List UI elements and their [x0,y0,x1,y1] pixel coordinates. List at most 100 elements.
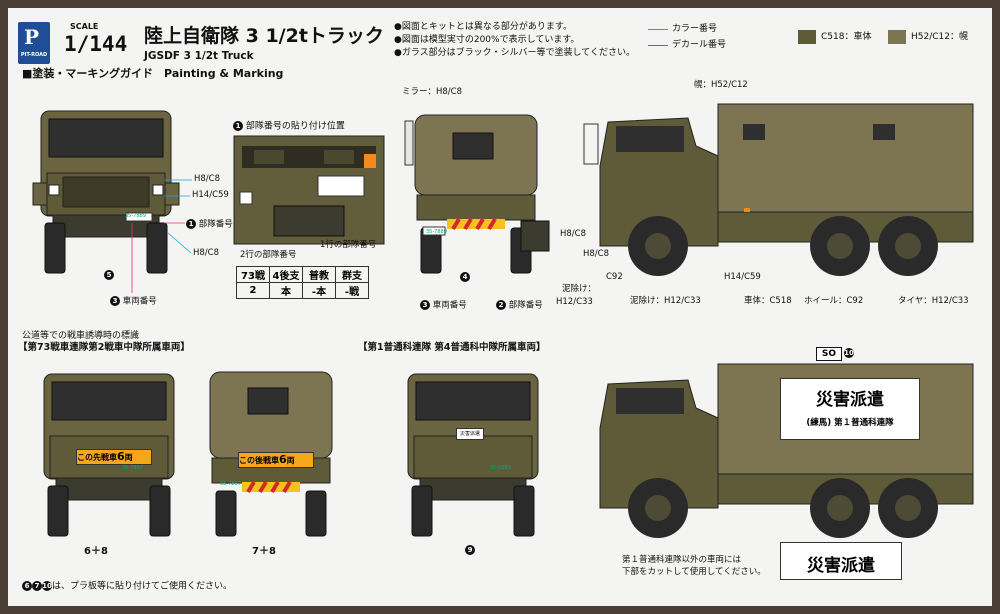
callout-front-unit: 1 部隊番号 [186,219,233,230]
rear-plate: 35-7889 [426,229,447,235]
brand-text: PIT-ROAD [20,52,48,58]
note-2: ●図面は模型実寸の200%で表示しています。 [394,35,580,45]
plate-cell: -本 [302,282,336,299]
cut-banner: 災害派遣 [780,542,902,580]
callout-rear-h8: H8/C8 [560,229,587,239]
sign-front-suffix: 両 [124,453,133,462]
plate-cell: 4後支 [269,266,303,283]
callout-rear-mud-color: H12/C33 [556,297,593,307]
label-2line: 2行の部隊番号 [240,250,297,260]
side-callout-mud: 泥除け：H12/C33 [630,296,701,306]
num-badge: 3 [110,296,120,306]
banner-sub-text: (練馬) 第１普通科連隊 [806,418,894,428]
legend-decal-line [648,45,668,46]
num-badge: 3 [420,300,430,310]
sign-front-text: この先戦車 [77,453,117,462]
front-leader-lines [131,179,192,293]
side-callout-c92: C92 [606,272,623,282]
plate-cell: 普教 [302,266,336,283]
mirror-callout: ミラー：H8/C8 [402,87,463,97]
sign-rear-suffix: 両 [286,456,295,465]
guide-note: 公道等での戦車誘導時の標識 [22,331,140,341]
body-color-swatch [798,30,816,44]
note-3: ●ガラス部分はブラック・シルバー等で塗装してください。 [394,48,635,58]
group-1: 【第1普通科連隊 第4普通科中隊所属車両】 [358,342,546,353]
detail-title: 1 部隊番号の貼り付け位置 [233,121,345,132]
truck-front-view-top [32,110,180,274]
callout-text: 車両番号 [122,296,157,307]
guide-title: ■塗装・マーキングガイド Painting & Marking [22,67,284,80]
side-callout-h8: H8/C8 [583,249,610,259]
plate-bottom-rear: 35-7897 [220,481,241,487]
so-badge: SO [816,347,842,361]
callout-front-h8b: H8/C8 [193,248,220,258]
combo-text: 6＋8 [84,546,108,557]
cut-note-1: 第１普通科連隊以外の車両には [622,555,742,565]
instruction-sheet: P PIT-ROAD SCALE 1/144 陸上自衛隊 3 1/2tトラック … [8,8,992,606]
sign-front-number: 6 [117,450,125,463]
group-73: 【第73戦車連隊第2戦車中隊所属車両】 [18,342,190,353]
callout-rear-mud: 泥除け： [562,284,597,294]
truck-rear-view-bottom [209,371,333,537]
scale-value: 1/144 [64,32,128,56]
detail-closeup [233,135,385,245]
plate-cell: 本 [269,282,303,299]
hood-color-swatch [888,30,906,44]
truck-front-view-1st [407,373,539,537]
callout-front-vehicle: 3 車両番号 [110,296,157,307]
plate-cell: 73戦 [236,266,270,283]
callout-rear-vehicle: 3 車両番号 [420,300,467,311]
banner-main-text: 災害派遣 [816,390,884,410]
num-4: 4 [460,272,470,283]
sign-rear-plate: この後戦車6両 [238,452,314,468]
callout-text: 部隊番号 [508,300,543,311]
legend-color-line [648,29,668,30]
plate-cell: -戦 [335,282,369,299]
small-disaster-text: 災害派遣 [459,431,480,437]
num-badge: 2 [496,300,506,310]
sign-front-plate: この先戦車6両 [76,449,152,465]
sign-rear-text: この後戦車 [239,456,279,465]
callout-text: 車両番号 [432,300,467,311]
callout-front-h14: H14/C59 [192,190,229,200]
title-en: JGSDF 3 1/2t Truck [144,50,254,62]
num-10-top: 10 [844,348,854,359]
num-badge: 6 [22,581,32,591]
detail-title-text: 部隊番号の貼り付け位置 [245,121,345,132]
num-badge: 5 [104,270,114,280]
disaster-banner: 災害派遣 (練馬) 第１普通科連隊 [780,378,920,440]
plate-bottom-front: 35-7897 [122,465,143,471]
front-plate: 35-7889 [125,213,146,219]
callout-rear-unit: 2 部隊番号 [496,300,543,311]
num-badge: 9 [465,545,475,555]
num-9: 9 [465,545,475,556]
num-7-8: 7＋8 [252,546,276,558]
side-callout-wheel: ホイール：C92 [804,296,864,306]
plate-cell: 2 [236,282,270,299]
label-1line: 1行の部隊番号 [320,240,377,250]
so-text: SO [821,349,837,359]
title-ja: 陸上自衛隊 3 1/2tトラック [144,25,384,47]
num-5: 5 [104,270,114,281]
brand-logo: P PIT-ROAD [18,22,50,64]
sign-rear-number: 6 [279,453,287,466]
plate-cell: 群支 [335,266,369,283]
truck-rear-view-top [404,114,550,274]
hood-callout: 幌：H52/C12 [694,80,748,90]
num-badge: 7 [32,581,42,591]
callout-text: 部隊番号 [198,219,233,230]
small-disaster-sign: 災害派遣 [456,428,484,440]
legend-decal-number: デカール番号 [672,40,727,50]
callout-front-h8: H8/C8 [194,174,221,184]
num-6-8: 6＋8 [84,546,108,558]
note-1: ●図面とキットとは異なる部分があります。 [394,22,572,32]
unit-plates-table: 73戦 4後支 普教 群支 2 本 -本 -戦 [236,266,369,299]
truck-side-view-bottom [599,363,974,538]
side-callout-tire: タイヤ：H12/C33 [898,296,969,306]
num-badge: 10 [844,348,854,358]
combo-text: 7＋8 [252,546,276,557]
side-callout-body: 車体：C518 [744,296,792,306]
plate-bottom-3: 31-0093 [490,465,511,471]
num-badge: 4 [460,272,470,282]
